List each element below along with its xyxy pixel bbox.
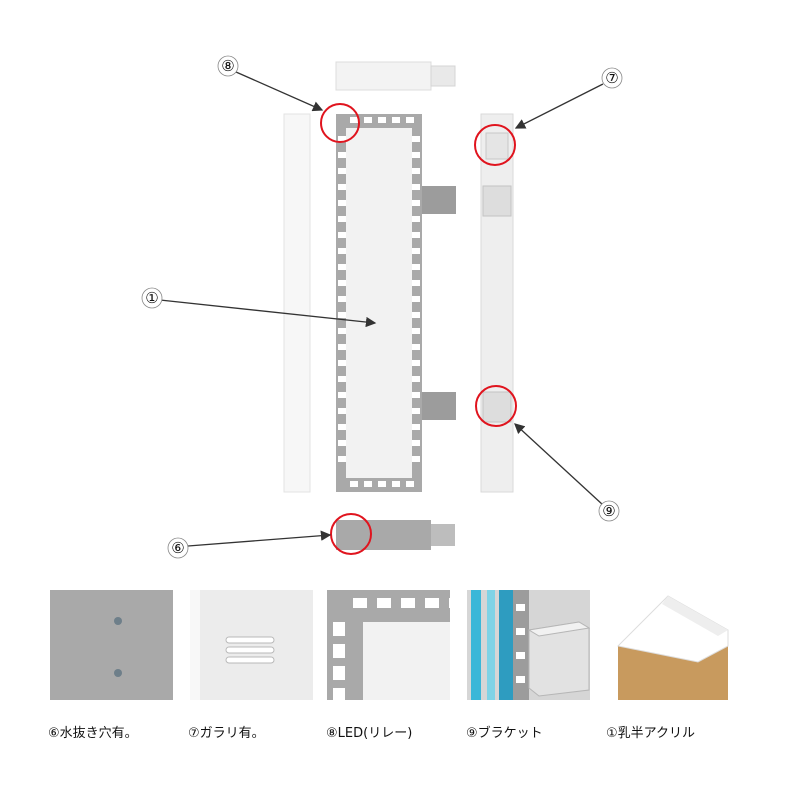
led-module bbox=[412, 360, 420, 366]
led-module bbox=[412, 248, 420, 254]
led-module bbox=[338, 152, 346, 158]
led-module bbox=[412, 200, 420, 206]
led-modules bbox=[338, 117, 420, 487]
top-end-cap bbox=[335, 61, 456, 91]
circle-9 bbox=[475, 385, 517, 427]
led-module bbox=[338, 360, 346, 366]
led-module bbox=[412, 280, 420, 286]
led-module bbox=[338, 296, 346, 302]
caption-drain-holes: ⑥水抜き穴有。 bbox=[48, 726, 138, 741]
led-module bbox=[412, 376, 420, 382]
led-module bbox=[406, 117, 414, 123]
led-module bbox=[412, 456, 420, 462]
callout-labels: ⑧ ⑦ ① ⑨ ⑥ bbox=[141, 55, 623, 559]
led-module bbox=[333, 688, 345, 700]
callout-1: ① bbox=[145, 289, 158, 307]
led-module bbox=[338, 264, 346, 270]
led-module bbox=[412, 296, 420, 302]
led-module bbox=[338, 344, 346, 350]
led-module bbox=[378, 117, 386, 123]
led-module bbox=[412, 136, 420, 142]
led-module bbox=[338, 328, 346, 334]
led-module bbox=[338, 376, 346, 382]
circle-7 bbox=[474, 124, 516, 166]
led-module bbox=[412, 344, 420, 350]
louver-slots bbox=[225, 636, 275, 664]
led-module bbox=[338, 312, 346, 318]
caption-acrylic: ①乳半アクリル bbox=[606, 726, 696, 741]
led-module bbox=[338, 136, 346, 142]
led-module bbox=[412, 392, 420, 398]
led-module bbox=[412, 232, 420, 238]
acrylic-sheet bbox=[616, 595, 729, 663]
led-module bbox=[333, 644, 345, 658]
led-module bbox=[412, 184, 420, 190]
led-frame bbox=[336, 114, 456, 492]
callout-9: ⑨ bbox=[602, 502, 615, 520]
led-module bbox=[401, 598, 415, 608]
detail-louver bbox=[190, 590, 313, 700]
led-module bbox=[338, 456, 346, 462]
led-module bbox=[350, 117, 358, 123]
callout-8: ⑧ bbox=[221, 57, 234, 75]
detail-bracket bbox=[467, 590, 590, 700]
led-module bbox=[412, 440, 420, 446]
drain-hole-top bbox=[114, 617, 122, 625]
led-module bbox=[412, 168, 420, 174]
led-module bbox=[338, 232, 346, 238]
leader-lines bbox=[159, 71, 604, 547]
led-module bbox=[338, 424, 346, 430]
led-module bbox=[333, 622, 345, 636]
led-module bbox=[412, 408, 420, 414]
led-module bbox=[338, 200, 346, 206]
detail-led bbox=[327, 590, 450, 700]
led-module bbox=[338, 440, 346, 446]
circle-8 bbox=[320, 103, 360, 143]
led-module bbox=[350, 481, 358, 487]
led-module bbox=[353, 598, 367, 608]
led-module bbox=[338, 280, 346, 286]
led-module bbox=[338, 392, 346, 398]
led-module bbox=[338, 216, 346, 222]
drain-hole-bottom bbox=[114, 669, 122, 677]
detail-acrylic bbox=[608, 590, 731, 700]
led-module bbox=[338, 408, 346, 414]
acrylic-face-panel bbox=[283, 113, 311, 493]
bottom-end-cap bbox=[336, 520, 455, 550]
led-module bbox=[449, 598, 450, 608]
led-module bbox=[364, 481, 372, 487]
led-module bbox=[392, 481, 400, 487]
caption-led: ⑧LED(リレー) bbox=[326, 726, 413, 741]
led-module bbox=[378, 481, 386, 487]
detail-drain-holes bbox=[50, 590, 173, 700]
highlight-circles bbox=[320, 103, 517, 555]
led-module bbox=[412, 216, 420, 222]
led-module bbox=[412, 328, 420, 334]
side-housing bbox=[480, 113, 514, 493]
led-module bbox=[392, 117, 400, 123]
bracket-leds bbox=[516, 604, 525, 683]
led-module bbox=[333, 666, 345, 680]
led-module bbox=[338, 184, 346, 190]
led-module bbox=[412, 264, 420, 270]
led-module bbox=[364, 117, 372, 123]
led-module bbox=[412, 424, 420, 430]
led-module bbox=[406, 481, 414, 487]
callout-6: ⑥ bbox=[171, 539, 184, 557]
led-module bbox=[338, 248, 346, 254]
led-module bbox=[425, 598, 439, 608]
led-module bbox=[412, 312, 420, 318]
led-module bbox=[338, 168, 346, 174]
led-module bbox=[412, 152, 420, 158]
led-module bbox=[377, 598, 391, 608]
caption-bracket: ⑨ブラケット bbox=[466, 726, 543, 741]
caption-louver: ⑦ガラリ有。 bbox=[188, 726, 265, 741]
callout-7: ⑦ bbox=[605, 69, 618, 87]
